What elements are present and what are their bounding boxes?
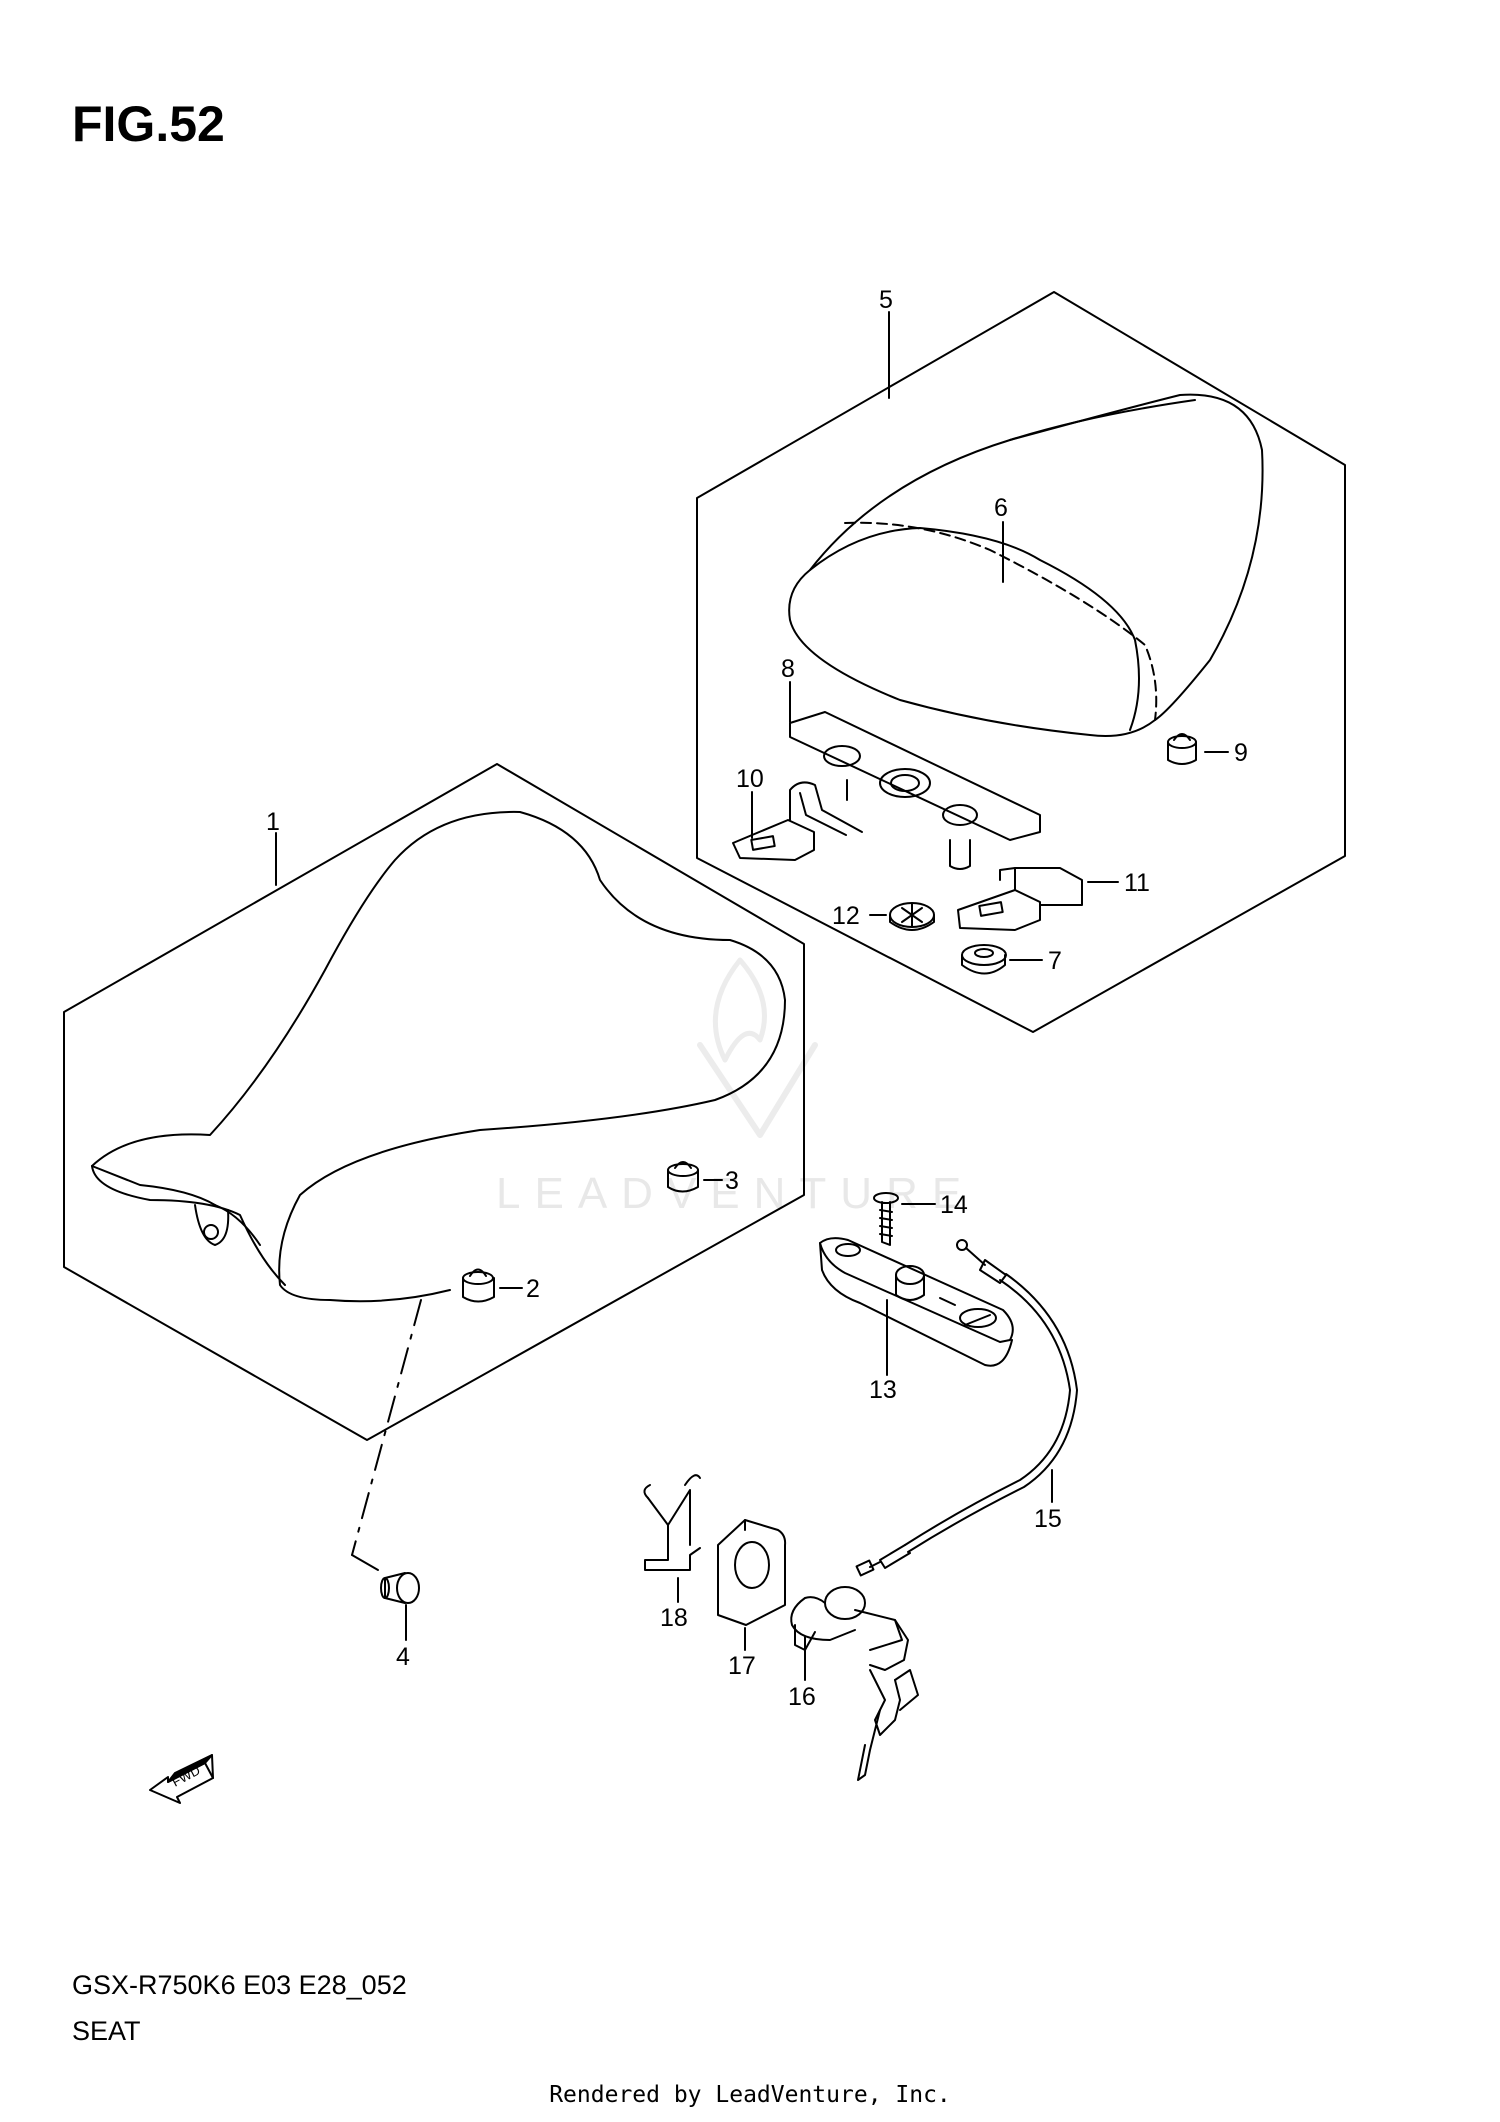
rear-seat-pad <box>788 393 1264 737</box>
part-2-cushion <box>462 1268 495 1303</box>
section-name: SEAT <box>72 2016 141 2046</box>
callout-11: 11 <box>1124 869 1150 897</box>
callout-5: 5 <box>879 286 893 314</box>
part-7-nut <box>961 944 1007 975</box>
part-16-lock-set <box>790 1586 919 1781</box>
group-outline-rear-seat <box>696 291 1346 1033</box>
callout-7: 7 <box>1048 947 1062 975</box>
callout-12: 12 <box>832 902 860 930</box>
part-9-cushion <box>1167 733 1197 765</box>
render-credit: Rendered by LeadVenture, Inc. <box>549 2082 951 2108</box>
callout-14: 14 <box>940 1191 968 1219</box>
callout-15: 15 <box>1034 1505 1062 1533</box>
model-code: GSX-R750K6 E03 E28_052 <box>72 1970 407 2000</box>
callout-4: 4 <box>396 1643 410 1671</box>
part-3-cushion <box>667 1161 699 1193</box>
group-outline-front-seat <box>63 763 805 1441</box>
part-13-lock-base <box>819 1237 1014 1367</box>
watermark <box>697 957 818 1138</box>
callout-9: 9 <box>1234 739 1248 767</box>
callout-16: 16 <box>788 1683 816 1711</box>
part-11-latch <box>957 867 1083 931</box>
dashed-leader-4 <box>351 1299 422 1556</box>
figure-title: FIG.52 <box>72 96 225 152</box>
callout-3: 3 <box>725 1167 739 1195</box>
part-17-plate <box>717 1519 787 1626</box>
callout-17: 17 <box>728 1652 756 1680</box>
part-4-pin <box>380 1572 420 1604</box>
front-seat <box>91 810 786 1303</box>
part-15-cable <box>855 1239 1078 1577</box>
callout-13: 13 <box>869 1376 897 1404</box>
callout-18: 18 <box>660 1604 688 1632</box>
fwd-arrow-icon <box>149 1754 214 1804</box>
part-18-clip <box>643 1474 701 1571</box>
callout-2: 2 <box>526 1275 540 1303</box>
callout-10: 10 <box>736 765 764 793</box>
callout-1: 1 <box>266 808 280 836</box>
callout-8: 8 <box>781 655 795 683</box>
part-10-latch <box>732 781 863 861</box>
part-8-bracket <box>789 711 1041 870</box>
part-12-grommet <box>889 902 935 931</box>
part-14-screw <box>873 1192 899 1246</box>
callout-6: 6 <box>994 494 1008 522</box>
